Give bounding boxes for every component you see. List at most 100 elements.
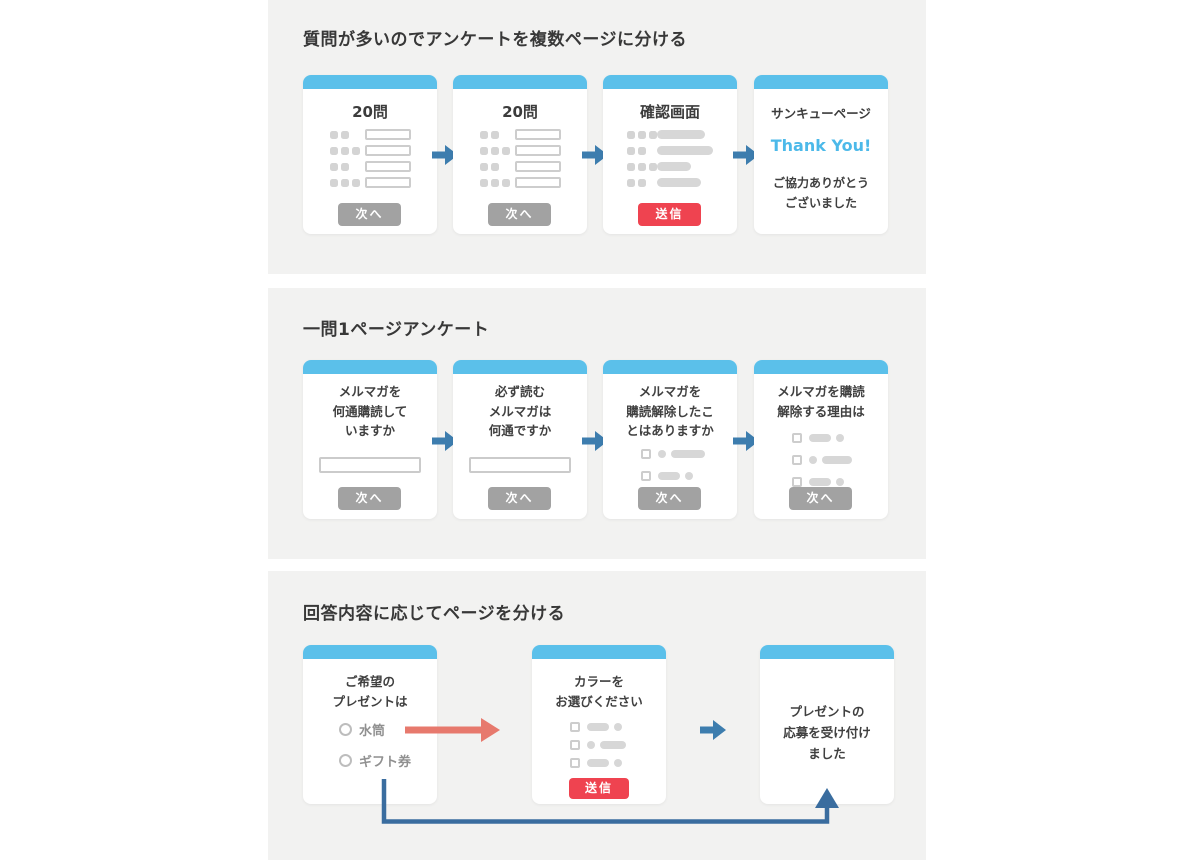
radio-icon[interactable] [339, 754, 352, 767]
card-header-bar [603, 360, 737, 374]
checkbox-icon[interactable] [792, 432, 802, 443]
placeholder-dot [502, 178, 510, 187]
answer-input-mock[interactable] [515, 177, 561, 188]
answer-input-mock[interactable] [365, 177, 411, 188]
submit-button[interactable]: 送信 [569, 778, 629, 799]
radio-option-gift-card[interactable]: ギフト券 [339, 753, 411, 770]
placeholder-dot [480, 146, 488, 155]
placeholder-dot [614, 758, 622, 767]
placeholder-dot [627, 162, 635, 171]
thank-you-message: ございました [784, 196, 857, 210]
placeholder-bar [587, 758, 609, 767]
answer-input-mock[interactable] [365, 145, 411, 156]
radio-icon[interactable] [339, 723, 352, 736]
survey-page-card-confirm: 確認画面 送信 [603, 75, 737, 234]
label-dots-mock [480, 162, 515, 171]
checkbox-icon[interactable] [570, 757, 580, 768]
placeholder-bar [658, 471, 680, 480]
answer-input-mock[interactable] [365, 129, 411, 140]
form-rows-mock [303, 129, 437, 193]
answer-input-mock[interactable] [515, 129, 561, 140]
placeholder-dot [491, 146, 499, 155]
form-row-mock [330, 129, 437, 140]
question-text: 必ず読む メルマガは 何通ですか [453, 382, 587, 441]
form-row-mock [480, 161, 587, 172]
placeholder-dot [491, 162, 499, 171]
confirm-rows-mock [603, 129, 737, 193]
placeholder-bar [809, 477, 831, 486]
question-line: メルマガは [488, 403, 552, 419]
placeholder-dot [330, 162, 338, 171]
checkbox-rows-mock [603, 448, 737, 492]
next-button[interactable]: 次へ [789, 487, 852, 510]
section-title: 一問1ページアンケート [303, 320, 490, 340]
question-line: メルマガを [638, 384, 702, 399]
next-button[interactable]: 次へ [638, 487, 701, 510]
checkbox-icon[interactable] [792, 454, 802, 465]
placeholder-dot [587, 740, 595, 749]
placeholder-bar [671, 449, 705, 458]
form-row-mock [480, 177, 587, 188]
thank-you-message: ご協力ありがとう [772, 176, 869, 190]
checkbox-icon[interactable] [570, 739, 580, 750]
placeholder-dot [685, 471, 693, 480]
form-row-mock [627, 177, 737, 188]
checkbox-icon[interactable] [641, 470, 651, 481]
placeholder-dot [836, 477, 844, 486]
placeholder-dot [330, 178, 338, 187]
card-header-bar [532, 645, 666, 659]
placeholder-dot [480, 130, 488, 139]
card-header-bar [453, 360, 587, 374]
answer-input-mock[interactable] [365, 161, 411, 172]
placeholder-dot [341, 146, 349, 155]
card-title: サンキューページ [771, 106, 871, 121]
placeholder-dot [638, 178, 646, 187]
label-dots-mock [627, 130, 657, 139]
checkbox-icon[interactable] [570, 721, 580, 732]
form-row-mock [570, 739, 666, 750]
survey-page-card-20q-2: 20問 次へ [453, 75, 587, 234]
radio-option-label: 水筒 [359, 724, 386, 739]
placeholder-dot [627, 146, 635, 155]
card-header-bar [603, 75, 737, 89]
card-header-bar [303, 645, 437, 659]
answer-input-mock[interactable] [319, 457, 421, 473]
placeholder-dot [341, 162, 349, 171]
section-one-question-per-page: 一問1ページアンケート メルマガを 何通購読して いますか 次へ 必ず読む メル… [268, 288, 926, 559]
form-row-mock [480, 145, 587, 156]
survey-page-card-result: プレゼントの 応募を受け付け ました [760, 645, 894, 804]
checkbox-icon[interactable] [792, 476, 802, 487]
thank-you-headline: Thank You! [770, 136, 872, 155]
radio-option-water-bottle[interactable]: 水筒 [339, 722, 386, 739]
placeholder-dot [638, 146, 646, 155]
survey-page-card-q1: メルマガを 何通購読して いますか 次へ [303, 360, 437, 519]
checkbox-rows-mock [532, 721, 666, 775]
survey-page-card-q4: メルマガを購読 解除する理由は 次へ [754, 360, 888, 519]
answer-input-mock[interactable] [515, 161, 561, 172]
checkbox-icon[interactable] [641, 448, 651, 459]
placeholder-dot [330, 130, 338, 139]
form-row-mock [330, 145, 437, 156]
answer-input-mock[interactable] [469, 457, 571, 473]
answer-input-mock[interactable] [515, 145, 561, 156]
submit-button[interactable]: 送信 [638, 203, 701, 226]
label-dots-mock [480, 130, 515, 139]
next-button[interactable]: 次へ [488, 203, 551, 226]
next-button[interactable]: 次へ [488, 487, 551, 510]
placeholder-dot [341, 130, 349, 139]
label-dots-mock [627, 146, 657, 155]
question-text: ご希望の プレゼントは [303, 672, 437, 711]
form-row-mock [792, 476, 888, 487]
card-header-bar [303, 360, 437, 374]
survey-page-card-thankyou: サンキューページ Thank You! ご協力ありがとう ございました [754, 75, 888, 234]
branch-arrow-icon [405, 718, 500, 742]
form-row-mock [570, 721, 666, 732]
placeholder-bar [657, 146, 713, 155]
placeholder-dot [352, 146, 360, 155]
card-header-bar [303, 75, 437, 89]
survey-page-card-q3: メルマガを 購読解除したこ とはありますか 次へ [603, 360, 737, 519]
card-header-bar [754, 75, 888, 89]
next-button[interactable]: 次へ [338, 487, 401, 510]
next-button[interactable]: 次へ [338, 203, 401, 226]
form-row-mock [641, 470, 737, 481]
